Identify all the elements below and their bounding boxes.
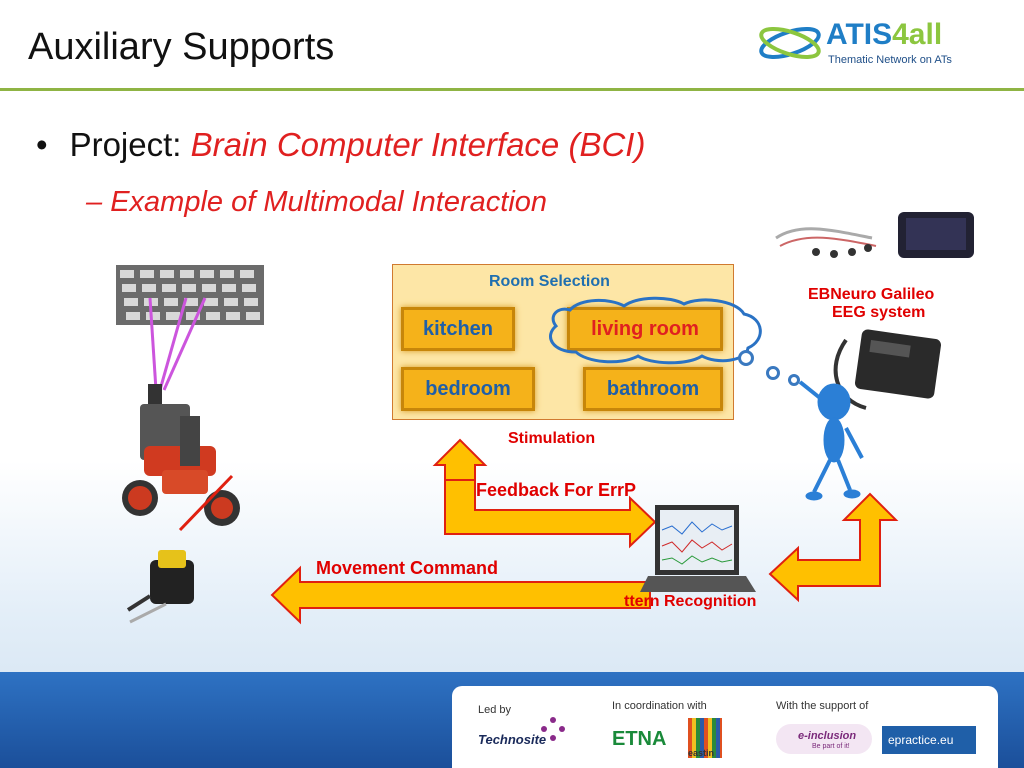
etna-logo: ETNA	[612, 728, 667, 750]
technosite-mark-icon	[541, 717, 565, 741]
wheelchair-image	[122, 384, 240, 532]
scanner-beams	[148, 297, 207, 391]
sub-bullet-dash: –	[86, 186, 103, 218]
room-selection-title: Room Selection	[489, 273, 610, 290]
sub-bullet: – Example of Multimodal Interaction	[86, 186, 547, 219]
laptop-image	[640, 505, 756, 592]
einclusion-tagline: Be part of it!	[812, 743, 850, 750]
room-living-room-button[interactable]: living room	[567, 307, 723, 351]
eeg-electrodes-image	[775, 212, 974, 258]
eeg-arrow	[768, 492, 899, 603]
thought-dot-3	[788, 374, 800, 386]
movement-arrow	[270, 565, 651, 625]
room-bedroom-button[interactable]: bedroom	[401, 367, 535, 411]
thought-dot-1	[738, 350, 754, 366]
laser-scanner-image	[126, 550, 194, 624]
eeg-system-label-line2: EEG system	[832, 304, 926, 321]
sub-bullet-text: Example of Multimodal Interaction	[110, 186, 548, 218]
thought-dot-2	[766, 366, 780, 380]
einclusion-logo-bg	[776, 724, 872, 754]
bullet-project: • Project: Brain Computer Interface (BCI)	[36, 126, 645, 164]
user-figure	[798, 380, 864, 501]
room-bathroom-button[interactable]: bathroom	[583, 367, 723, 411]
stimulation-label: Stimulation	[508, 430, 596, 447]
logo-subtitle: Thematic Network on ATs	[828, 54, 952, 66]
epractice-logo-bg	[882, 726, 976, 754]
thought-bubble-outline	[549, 296, 762, 365]
bullet-dot: •	[36, 126, 48, 163]
led-by-label: Led by	[478, 704, 512, 716]
coordination-label: In coordination with	[612, 700, 707, 712]
eeg-system-label-line1: EBNeuro Galileo	[808, 286, 935, 303]
bullet-prefix: Project:	[69, 126, 182, 163]
title-divider	[0, 88, 1024, 91]
eastin-logo: eastin	[688, 748, 715, 758]
stimulus-grid-image	[116, 265, 264, 325]
epractice-logo: epractice.eu	[888, 733, 954, 747]
eeg-headset-image	[833, 329, 942, 410]
feedback-label: Feedback For ErrP	[476, 480, 637, 500]
technosite-logo: Technosite	[478, 732, 547, 747]
slide-title: Auxiliary Supports	[28, 26, 335, 68]
pattern-recognition-label: ttern Recognition	[624, 593, 757, 610]
room-selection-panel: Room Selection kitchen living room bedro…	[392, 264, 734, 420]
movement-command-label: Movement Command	[316, 558, 499, 578]
atis4all-logo: ATIS4all Thematic Network on ATs	[756, 18, 986, 74]
orbit-icon	[759, 27, 821, 59]
logo-name: ATIS4all	[826, 18, 943, 51]
bullet-highlight: Brain Computer Interface (BCI)	[190, 126, 646, 163]
support-label: With the support of	[776, 700, 869, 712]
eastin-logo-bars	[688, 718, 722, 758]
feedback-arrow	[444, 479, 657, 549]
einclusion-logo: e-inclusion	[798, 730, 857, 742]
room-kitchen-button[interactable]: kitchen	[401, 307, 515, 351]
